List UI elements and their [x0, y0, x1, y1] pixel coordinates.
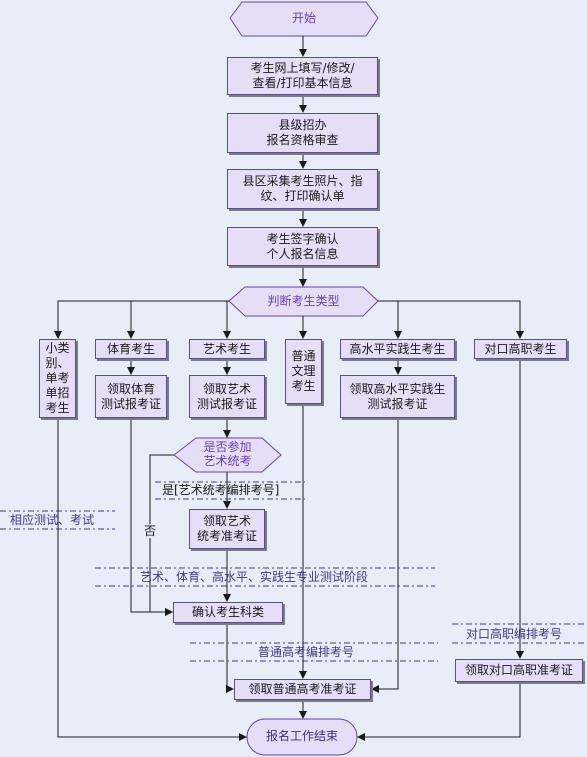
note-vocational-numbering: 对口高职编排考号: [466, 627, 563, 641]
category-vocational-label: 对口高职考生: [484, 341, 557, 356]
ticket-art: 领取艺术 测试报考证: [189, 375, 265, 418]
start-label: 开始: [291, 11, 316, 25]
ticket-general-label: 领取普通高考准考证: [248, 682, 357, 696]
category-art-label: 艺术考生: [202, 341, 251, 356]
no-label: 否: [142, 524, 158, 538]
start-shape: [229, 1, 379, 37]
category-sports: 体育考生: [95, 339, 167, 359]
category-small: 小类 别、 单考 单招 考生: [39, 339, 76, 418]
ticket-general: 领取普通高考准考证: [234, 679, 371, 700]
ticket-vocational-label: 领取对口高职准考证: [464, 663, 573, 677]
confirm-subject-label: 确认考生科类: [191, 605, 264, 619]
category-practice-label: 高水平实践生考生: [349, 341, 446, 356]
step-county-review-label: 县级招办 报名资格审查: [266, 118, 339, 147]
category-general: 普通 文理 考生: [285, 339, 322, 404]
confirm-subject: 确认考生科类: [173, 602, 283, 623]
ticket-practice: 领取高水平实践生 测试报考证: [340, 375, 455, 418]
ticket-practice-label: 领取高水平实践生 测试报考证: [349, 381, 446, 411]
end-label: 报名工作结束: [265, 729, 338, 743]
ticket-sports-label: 领取体育 测试报考证: [100, 381, 161, 411]
category-sports-label: 体育考生: [106, 341, 155, 356]
step-collect-photo-label: 县区采集考生照片、指 纹、打印确认单: [242, 174, 363, 203]
step-fill-info-label: 考生网上填写/修改/ 查看/打印基本信息: [250, 61, 355, 90]
arrow-confirm-to-general-ticket: [226, 623, 234, 693]
type-decision-label: 判断考生类型: [267, 294, 340, 308]
ticket-art-unified-label: 领取艺术 统考准考证: [196, 514, 257, 543]
category-art: 艺术考生: [189, 339, 265, 359]
note-test-stage: 艺术、体育、高水平、实践生专业测试阶段: [140, 570, 369, 584]
step-sign-confirm-label: 考生签字确认 个人报名信息: [266, 231, 339, 261]
ticket-art-unified: 领取艺术 统考准考证: [189, 509, 265, 549]
step-sign-confirm: 考生签字确认 个人报名信息: [227, 227, 378, 266]
arrow-vocational-to-end: [357, 682, 521, 741]
category-small-label: 小类 别、 单考 单招 考生: [45, 341, 70, 415]
branch-right: [378, 300, 524, 339]
ticket-sports: 领取体育 测试报考证: [95, 375, 167, 418]
art-decision-shape: [173, 437, 282, 473]
category-vocational: 对口高职考生: [474, 339, 567, 359]
branch-left: [54, 300, 229, 339]
step-fill-info: 考生网上填写/修改/ 查看/打印基本信息: [227, 57, 378, 95]
art-decision-label: 是否参加 艺术统考: [203, 440, 252, 468]
step-collect-photo: 县区采集考生照片、指 纹、打印确认单: [227, 169, 378, 209]
arrow-practice-to-general-ticket: [371, 418, 399, 693]
note-left-test: 相应测试、考试: [10, 513, 95, 527]
arrow-small-to-end: [57, 418, 247, 741]
note-general-numbering: 普通高考编排考号: [258, 645, 355, 659]
ticket-art-label: 领取艺术 测试报考证: [196, 381, 257, 411]
yes-label: 是[艺术统考编排考号]: [162, 483, 280, 497]
category-general-label: 普通 文理 考生: [291, 349, 316, 393]
category-practice: 高水平实践生考生: [340, 339, 455, 359]
ticket-vocational: 领取对口高职准考证: [455, 659, 583, 682]
step-county-review: 县级招办 报名资格审查: [227, 113, 378, 153]
